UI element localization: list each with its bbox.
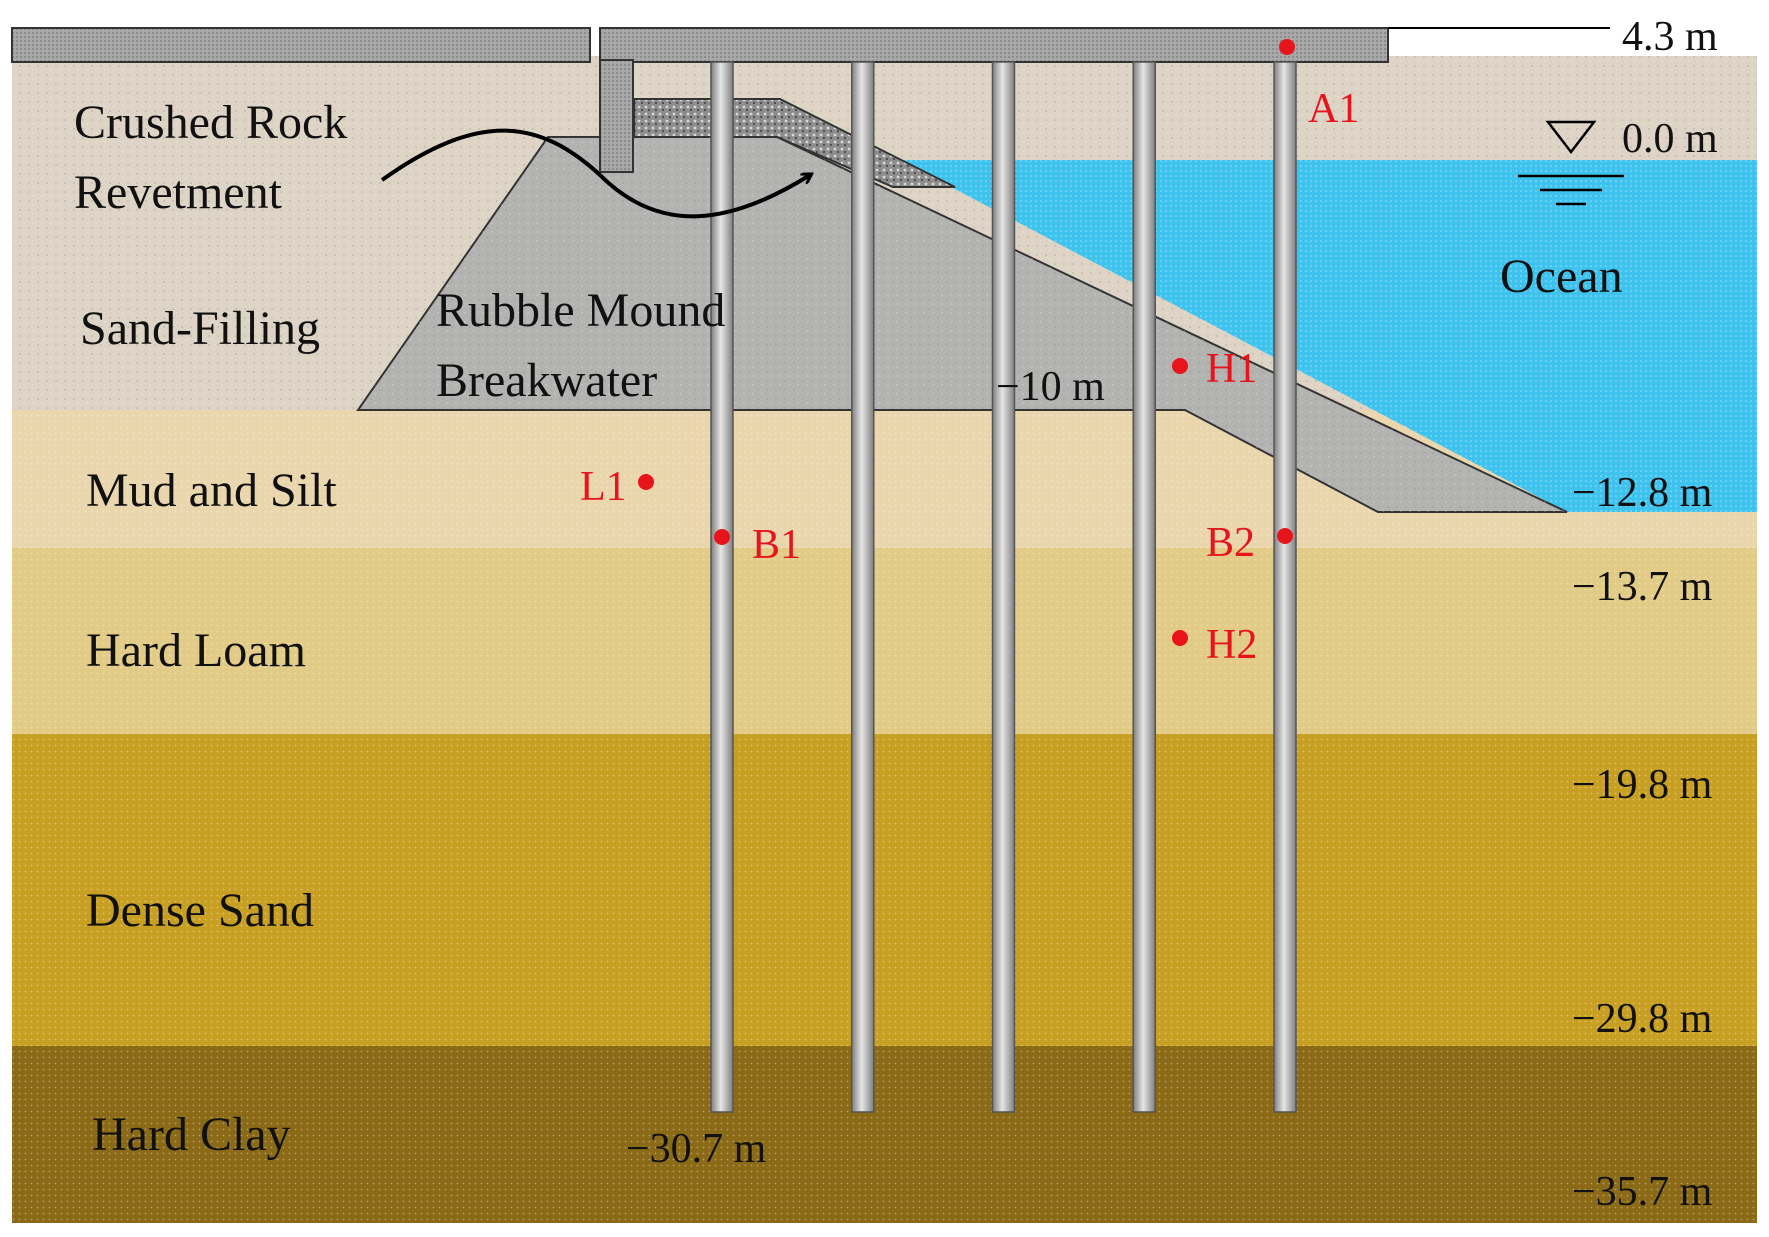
sand-filling-label: Sand-Filling [80, 302, 320, 355]
hard-clay-label: Hard Clay [92, 1108, 291, 1161]
pile-1 [710, 61, 734, 1113]
rubble-texture [358, 137, 1567, 512]
elev-deck-top: 4.3 m [1622, 14, 1718, 60]
elev-loam-top: −13.7 m [1572, 564, 1713, 610]
deck-main-slab [599, 27, 1389, 63]
ocean-water [900, 160, 1757, 512]
soil-layers [12, 56, 1757, 1223]
elev-model-bottom: −35.7 m [1572, 1169, 1713, 1215]
point-h1-marker [1172, 358, 1188, 374]
point-a1-label: A1 [1308, 86, 1359, 132]
hard-loam-label: Hard Loam [86, 624, 306, 677]
monitoring-points: A1 H1 L1 B1 B2 H2 [580, 39, 1359, 668]
point-h2-marker [1172, 630, 1188, 646]
water-level-symbol [1518, 120, 1624, 206]
rubble-label-line2: Breakwater [436, 354, 657, 407]
ocean-label: Ocean [1500, 250, 1623, 303]
rubble-label-line1: Rubble Mound [436, 284, 725, 337]
elev-mud-bottom: −12.8 m [1572, 470, 1713, 516]
point-b1-label: B1 [752, 522, 801, 568]
point-l1-marker [638, 474, 654, 490]
elev-dense-sand-top: −19.8 m [1572, 762, 1713, 808]
elev-hard-clay-top: −29.8 m [1572, 996, 1713, 1042]
elev-breakwater-toe: −10 m [996, 364, 1105, 410]
steel-piles [710, 61, 1297, 1113]
dense-sand-label: Dense Sand [86, 884, 314, 937]
elev-water-level: 0.0 m [1622, 116, 1718, 162]
retaining-wall [599, 59, 634, 173]
point-b2-marker [1277, 528, 1293, 544]
crushed-rock-label-line2: Revetment [74, 166, 283, 219]
mud-silt-label: Mud and Silt [86, 464, 337, 517]
point-h2-label: H2 [1206, 622, 1257, 668]
deck-left-slab [11, 27, 591, 63]
pile-5 [1273, 61, 1297, 1113]
point-l1-label: L1 [580, 464, 627, 510]
elev-pile-tip: −30.7 m [626, 1126, 767, 1172]
point-b2-label: B2 [1206, 520, 1255, 566]
pile-4 [1132, 61, 1156, 1113]
pile-3 [991, 61, 1016, 1113]
pile-2 [851, 61, 875, 1113]
point-b1-marker [714, 529, 730, 545]
point-h1-label: H1 [1206, 346, 1257, 392]
crushed-rock-label-line1: Crushed Rock [74, 96, 347, 149]
soil-dot-texture [12, 410, 1757, 1223]
crushed-rock-arrow [380, 128, 810, 219]
point-a1-marker [1279, 39, 1295, 55]
